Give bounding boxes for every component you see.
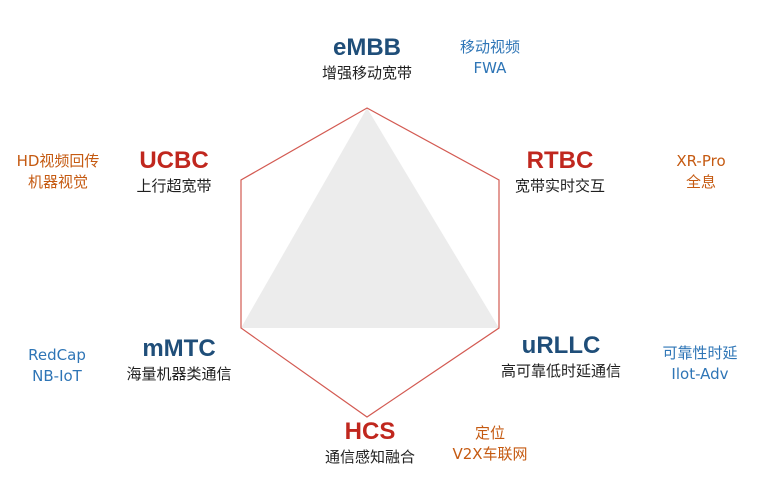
node-embb-title: eMBB [332,34,401,61]
node-mmtc-subtitle: 海量机器类通信 [126,365,232,383]
note-ucbc: HD视频回传 机器视觉 [8,151,108,193]
note-hcs-line2: V2X车联网 [452,445,528,463]
node-ucbc-title: UCBC [139,147,209,174]
node-embb: eMBB 增强移动宽带 [294,36,440,81]
node-rtbc-subtitle: 宽带实时交互 [514,177,605,195]
note-embb: 移动视频 FWA [445,37,535,79]
note-ucbc-line2: 机器视觉 [27,173,88,191]
node-hcs: HCS 通信感知融合 [300,420,440,465]
note-embb-line2: FWA [473,59,507,77]
node-rtbc-title: RTBC [526,147,594,174]
node-hcs-title: HCS [344,418,396,445]
center-triangle [241,108,499,328]
node-rtbc: RTBC 宽带实时交互 [490,149,630,194]
node-urllc-title: uRLLC [521,332,601,359]
node-mmtc-title: mMTC [142,335,216,362]
node-urllc: uRLLC 高可靠低时延通信 [488,334,634,379]
note-hcs-line1: 定位 [474,424,505,442]
note-embb-line1: 移动视频 [459,38,520,56]
note-mmtc: RedCap NB-IoT [12,345,102,387]
hexagon-outline [240,107,500,418]
node-mmtc: mMTC 海量机器类通信 [106,337,252,382]
node-ucbc-subtitle: 上行超宽带 [136,177,212,195]
node-hcs-subtitle: 通信感知融合 [324,448,415,466]
note-ucbc-line1: HD视频回传 [16,152,100,170]
node-urllc-subtitle: 高可靠低时延通信 [500,362,621,380]
note-urllc: 可靠性时延 Ilot-Adv [650,343,750,385]
note-mmtc-line2: NB-IoT [32,367,82,385]
note-urllc-line2: Ilot-Adv [671,365,729,383]
note-hcs: 定位 V2X车联网 [440,423,540,465]
note-mmtc-line1: RedCap [28,346,86,364]
note-rtbc: XR-Pro 全息 [656,151,746,193]
note-rtbc-line2: 全息 [685,173,716,191]
node-ucbc: UCBC 上行超宽带 [104,149,244,194]
note-rtbc-line1: XR-Pro [676,152,726,170]
node-embb-subtitle: 增强移动宽带 [321,64,412,82]
note-urllc-line1: 可靠性时延 [662,344,738,362]
